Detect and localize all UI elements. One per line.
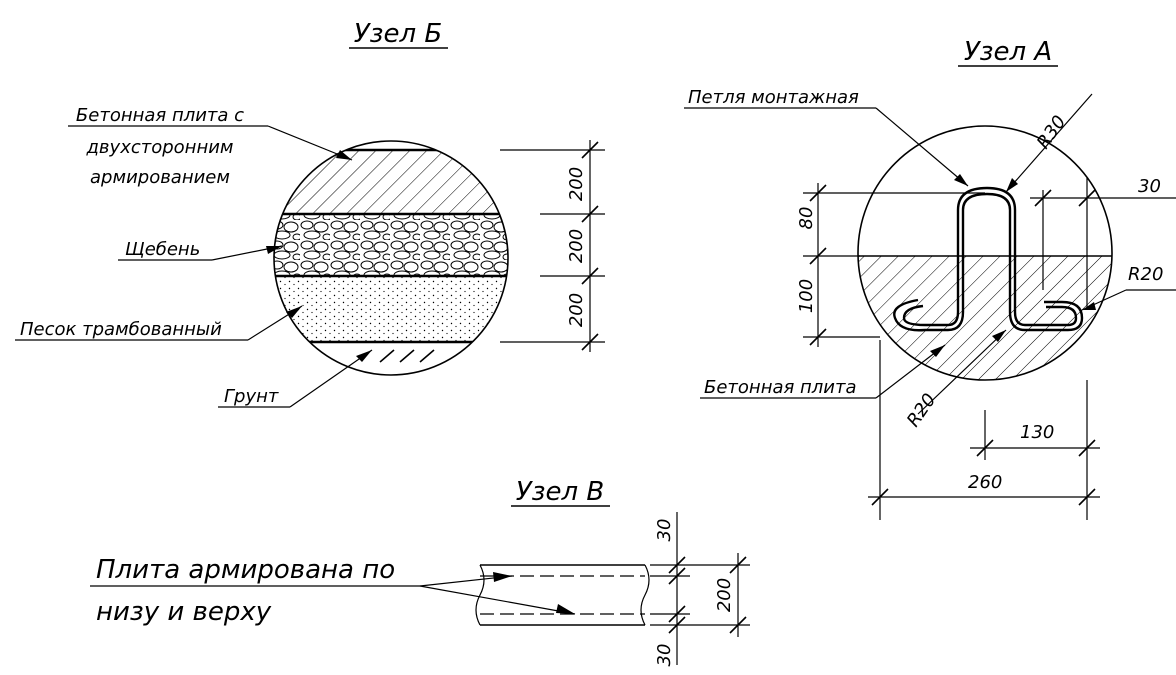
node-v-note: Плита армирована по низу и верху: [90, 555, 576, 627]
dim-slab: 200: [566, 167, 587, 201]
dim-bottom-cover: 30: [654, 644, 675, 667]
node-v-dimensions: 30 200 30: [650, 512, 750, 666]
node-b-circle: [273, 140, 509, 376]
label-r30: R30: [1033, 112, 1071, 153]
ground-hatch: [379, 349, 435, 363]
label-gravel: Щебень: [125, 239, 200, 260]
node-b-callouts: Бетонная плита с двухсторонним армирован…: [15, 105, 373, 408]
dim-gravel: 200: [566, 229, 587, 263]
dim-30: 30: [1138, 176, 1161, 197]
sand-layer: [274, 276, 508, 342]
label-slab-line1: Бетонная плита с: [76, 105, 244, 126]
node-v-title: Узел В: [516, 477, 604, 507]
label-ground: Грунт: [224, 386, 279, 407]
note-line2: низу и верху: [96, 597, 272, 627]
gravel-layer: [274, 214, 508, 276]
dim-top-cover: 30: [654, 519, 675, 542]
node-a-title: Узел А: [964, 37, 1052, 67]
node-a-callouts: Петля монтажная R30 R20 Бетонная плита R…: [684, 87, 1176, 431]
label-sand: Песок трамбованный: [20, 319, 222, 340]
node-a-dimensions: 80 100 30 130 260: [796, 176, 1176, 520]
node-b-title: Узел Б: [354, 19, 442, 49]
dim-sand: 200: [566, 293, 587, 327]
node-a: Узел А 80 100 30: [684, 37, 1176, 520]
dim-130: 130: [1020, 422, 1054, 443]
node-b: Узел Б 20: [15, 19, 605, 408]
label-r20-right: R20: [1128, 264, 1163, 285]
label-slab-line2: двухсторонним: [85, 137, 233, 158]
node-a-circle: [857, 125, 1113, 381]
note-line1: Плита армирована по: [96, 555, 395, 585]
slab-layer: [274, 150, 508, 214]
label-concrete-slab: Бетонная плита: [704, 377, 857, 398]
label-lifting-loop: Петля монтажная: [688, 87, 859, 108]
dim-80: 80: [796, 207, 817, 230]
label-slab-line3: армированием: [90, 167, 230, 188]
dim-100: 100: [796, 279, 817, 313]
dim-260: 260: [968, 472, 1002, 493]
node-v: Узел В 30 200 30: [90, 477, 750, 666]
lifting-loop: [893, 186, 1084, 332]
dim-slab-thickness: 200: [714, 578, 735, 612]
node-b-dimensions: 200 200 200: [500, 140, 605, 352]
